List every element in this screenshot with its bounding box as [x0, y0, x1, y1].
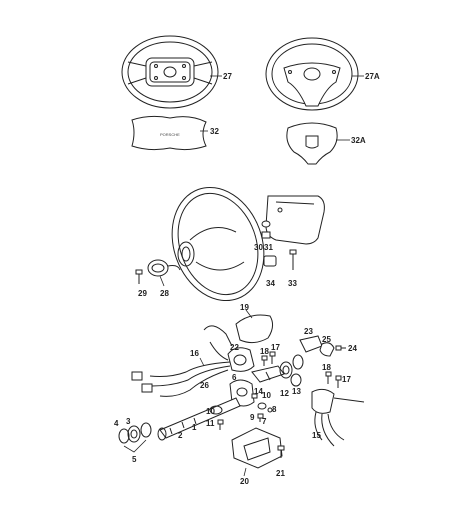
label-23: 23 — [304, 327, 313, 336]
label-10b: 10 — [262, 391, 271, 400]
label-34: 34 — [266, 279, 275, 288]
label-12: 12 — [280, 389, 289, 398]
label-29: 29 — [138, 289, 147, 298]
label-10: 10 — [206, 407, 215, 416]
ring-10 — [209, 405, 223, 415]
wiring-harness — [131, 361, 231, 397]
label-4: 4 — [114, 419, 119, 428]
label-25: 25 — [322, 335, 331, 344]
label-32A: 32A — [351, 136, 366, 145]
steering-wheel-3-spoke — [265, 37, 359, 111]
horn-pad-4-spoke: PORSCHE — [131, 115, 207, 151]
steering-shaft — [157, 397, 241, 441]
label-6: 6 — [232, 373, 237, 382]
label-21: 21 — [276, 469, 285, 478]
label-14: 14 — [254, 387, 263, 396]
label-7: 7 — [262, 417, 267, 426]
small-parts-7-10 — [251, 393, 273, 422]
switch-bracket — [251, 365, 285, 383]
label-20: 20 — [240, 477, 249, 486]
label-8: 8 — [272, 405, 277, 414]
label-24: 24 — [348, 344, 357, 353]
bushing-34 — [263, 255, 277, 267]
label-31: 31 — [264, 243, 273, 252]
label-28: 28 — [160, 289, 169, 298]
label-5: 5 — [132, 455, 137, 464]
bracket-25 — [319, 342, 335, 357]
bolt-33 — [289, 249, 297, 270]
label-16: 16 — [190, 349, 199, 358]
screw-11 — [217, 419, 224, 430]
label-22: 22 — [230, 343, 239, 352]
column-cover — [235, 314, 274, 344]
label-17b: 17 — [342, 375, 351, 384]
label-13: 13 — [292, 387, 301, 396]
label-33: 33 — [288, 279, 297, 288]
brand-lettering: PORSCHE — [160, 132, 180, 137]
screws-upper — [261, 351, 276, 366]
steering-wheel-exploded — [171, 186, 265, 302]
label-26: 26 — [200, 381, 209, 390]
nut-washer — [261, 220, 271, 239]
bracket-23 — [299, 335, 323, 353]
label-30: 30 — [254, 243, 263, 252]
label-19: 19 — [240, 303, 249, 312]
screw-29 — [135, 269, 143, 284]
switch-housing — [227, 347, 255, 372]
label-27: 27 — [223, 72, 232, 81]
label-18b: 18 — [322, 363, 331, 372]
ring-13 — [290, 354, 304, 387]
horn-cover-plate — [265, 195, 325, 245]
label-17a: 17 — [271, 343, 280, 352]
label-11: 11 — [206, 419, 215, 428]
bearing-rings — [118, 422, 152, 444]
label-1: 1 — [192, 423, 197, 432]
horn-pad-3-spoke — [286, 122, 338, 165]
screw-24 — [335, 345, 346, 351]
label-3: 3 — [126, 417, 131, 426]
ring-12 — [279, 361, 293, 379]
mounting-bracket — [231, 427, 283, 469]
screw-21 — [277, 445, 285, 458]
label-9: 9 — [250, 413, 255, 422]
label-15: 15 — [312, 431, 321, 440]
label-32: 32 — [210, 127, 219, 136]
label-2: 2 — [178, 431, 183, 440]
wiper-switch — [311, 371, 365, 447]
steering-wheel-4-spoke — [121, 35, 219, 109]
contact-ring — [147, 259, 181, 277]
label-18a: 18 — [260, 347, 269, 356]
label-27A: 27A — [365, 72, 380, 81]
